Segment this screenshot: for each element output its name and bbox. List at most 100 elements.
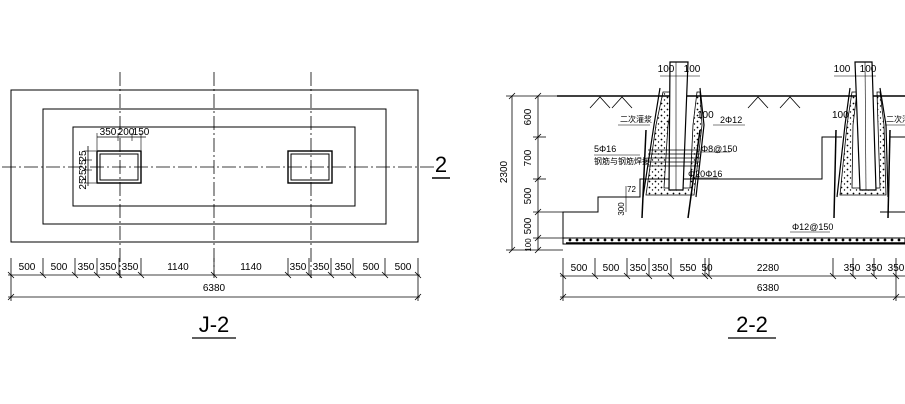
rebar-dot: [862, 238, 866, 242]
rebar-dot: [575, 238, 579, 242]
dim-text: 100: [658, 64, 675, 75]
dim-tick: [39, 271, 47, 279]
label-72: 72: [627, 185, 636, 194]
dim-text: 550: [680, 263, 697, 274]
label-anchor: 钢筋与钢筋焊接: [594, 156, 650, 166]
left-pocket-outline: [642, 87, 705, 198]
label-300: 300: [617, 202, 626, 216]
dim-tick: [115, 271, 123, 279]
label-5phi16: 5Φ16: [594, 144, 616, 154]
dim-tick: [284, 271, 292, 279]
rebar-dot: [855, 238, 859, 242]
dim-text: 500: [51, 262, 68, 273]
label-phi20-16: Φ20Φ16: [688, 169, 722, 179]
rebar-dot: [834, 238, 838, 242]
dim-tick: [701, 272, 709, 280]
dim-text: 100: [684, 64, 701, 75]
dim-text: 350: [78, 262, 95, 273]
dim-text: 25: [78, 178, 89, 190]
left-grout-fill: [645, 91, 703, 196]
rebar-dot: [624, 238, 628, 242]
dim-tick: [705, 272, 713, 280]
rebar-dot: [596, 238, 600, 242]
plan-block-top-dims: 350 200 150: [100, 127, 150, 138]
dim-text: 350: [335, 262, 352, 273]
foundation-outline: [562, 136, 842, 240]
rebar-dot: [876, 238, 880, 242]
dim-text: 500: [19, 262, 36, 273]
rebar-dot: [883, 238, 887, 242]
bottom-slab: [562, 237, 905, 245]
section-left-dims: 600 700 500 500 100: [523, 108, 534, 251]
ground-hatch: [589, 96, 801, 109]
leader-lines: [594, 75, 905, 233]
dim-tick: [892, 293, 900, 301]
dim-tick: [414, 293, 422, 301]
slab-rebar-dots: [568, 238, 901, 242]
rebar-dot: [666, 238, 670, 242]
dim-text: 350: [844, 263, 861, 274]
plan-total-dim: 6380: [203, 283, 226, 294]
left-stirrups: [648, 149, 700, 167]
rebar-dot: [617, 238, 621, 242]
dim-text: 350: [888, 263, 905, 274]
dim-text: 200: [118, 127, 135, 138]
dim-text: 25: [78, 169, 89, 181]
rebar-dot: [610, 238, 614, 242]
dim-text: 350: [652, 263, 669, 274]
dim-text: 600: [523, 108, 534, 125]
dim-tick: [137, 271, 145, 279]
rebar-dot: [568, 238, 572, 242]
rebar-dot: [582, 238, 586, 242]
rebar-dot: [792, 238, 796, 242]
rebar-dot: [638, 238, 642, 242]
dim-tick: [7, 293, 15, 301]
dim-tick: [559, 293, 567, 301]
dim-text: 350: [313, 262, 330, 273]
rebar-dot: [589, 238, 593, 242]
section-view: [506, 61, 905, 301]
dim-tick: [829, 272, 837, 280]
plan-block-left-dims: 25 25 25 25: [78, 150, 89, 190]
rebar-dot: [645, 238, 649, 242]
dim-text: 350: [100, 127, 117, 138]
dim-text: 100: [834, 64, 851, 75]
rebar-dot: [806, 238, 810, 242]
section-left-ticks: [506, 92, 563, 254]
dim-text: 500: [523, 187, 534, 204]
rebar-dot: [750, 238, 754, 242]
dim-text: 500: [603, 263, 620, 274]
rebar-dot: [785, 238, 789, 242]
rebar-dot: [708, 238, 712, 242]
dim-text: 25: [78, 150, 89, 162]
plan-outer-rect: [10, 89, 419, 243]
rebar-dot: [722, 238, 726, 242]
rebar-dot: [736, 238, 740, 242]
dim-tick: [870, 272, 878, 280]
label-grout-right: 二次灌: [886, 114, 905, 124]
dim-text: 350: [100, 262, 117, 273]
label-phi12-150: Φ12@150: [792, 222, 833, 232]
dim-tick: [381, 271, 389, 279]
rebar-dot: [771, 238, 775, 242]
section-overall-height: 2300: [499, 160, 510, 183]
dim-text: 500: [523, 217, 534, 234]
dim-tick: [327, 271, 335, 279]
dim-text: 100: [524, 238, 533, 252]
dim-text: 350: [866, 263, 883, 274]
rebar-dot: [659, 238, 663, 242]
rebar-dot: [799, 238, 803, 242]
rebar-dot: [631, 238, 635, 242]
rebar-dot: [764, 238, 768, 242]
dim-text: 25: [78, 159, 89, 171]
section-bottom-dims: 500 500 350 350 550 50 2280 350 350 350: [571, 263, 905, 274]
dim-text: 350: [122, 262, 139, 273]
rebar-dot: [652, 238, 656, 242]
dim-text: 500: [395, 262, 412, 273]
rebar-dot: [680, 238, 684, 242]
dim-text: 500: [363, 262, 380, 273]
dim-tick: [71, 271, 79, 279]
dim-tick: [305, 271, 313, 279]
rebar-dot: [603, 238, 607, 242]
